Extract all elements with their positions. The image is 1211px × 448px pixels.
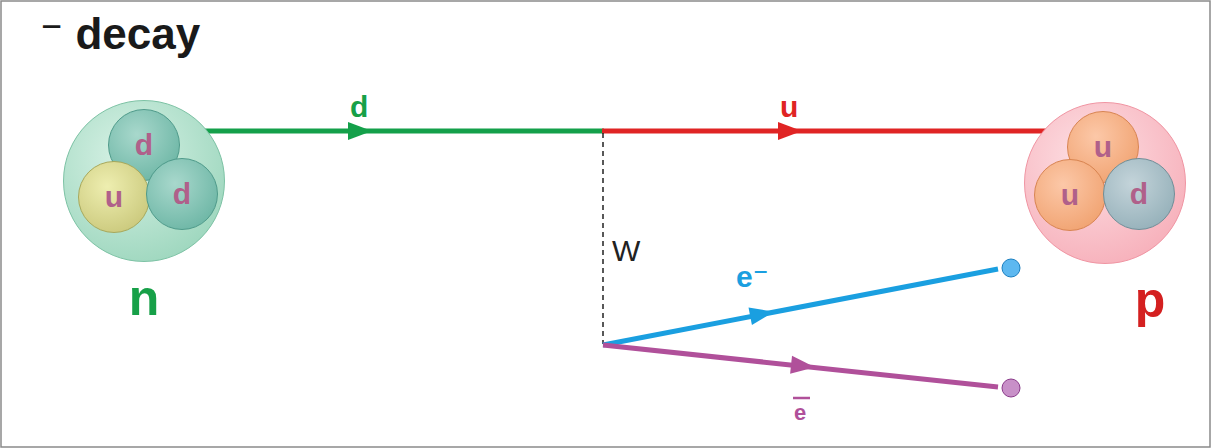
electron-line: [603, 269, 998, 345]
down-quark: d: [146, 158, 218, 230]
title: ⁻ decay: [40, 12, 200, 56]
quark-line-label: u: [780, 92, 798, 122]
w-boson-line: [602, 133, 604, 344]
antineutrino-dot: [1002, 379, 1020, 397]
quark-label: u: [1094, 132, 1112, 162]
arrowhead: [348, 122, 372, 140]
quark-line-label: d: [350, 92, 368, 122]
quark-label: d: [1130, 179, 1148, 209]
electron-label: e⁻: [736, 262, 769, 292]
boson-label: W: [612, 236, 640, 266]
antineutrino-label: e: [794, 402, 806, 424]
electron-dot: [1002, 259, 1020, 277]
down-quark-line: [185, 129, 604, 134]
quark-label: d: [173, 179, 191, 209]
up-quark: u: [78, 161, 150, 233]
up-quark: u: [1034, 159, 1106, 231]
quark-label: d: [135, 130, 153, 160]
quark-label: u: [1061, 180, 1079, 210]
neutron-circle: ndud: [63, 100, 225, 262]
antineutrino-line: [603, 345, 998, 387]
up-quark-line: [602, 129, 1052, 134]
arrowhead: [790, 356, 816, 376]
particle-label: p: [1135, 275, 1166, 325]
particle-label: n: [129, 273, 160, 323]
arrowhead: [778, 122, 802, 140]
bar-symbol: [793, 397, 810, 400]
down-quark: d: [1103, 158, 1175, 230]
quark-label: u: [105, 182, 123, 212]
arrowhead: [749, 303, 776, 325]
proton-circle: puud: [1024, 102, 1186, 264]
